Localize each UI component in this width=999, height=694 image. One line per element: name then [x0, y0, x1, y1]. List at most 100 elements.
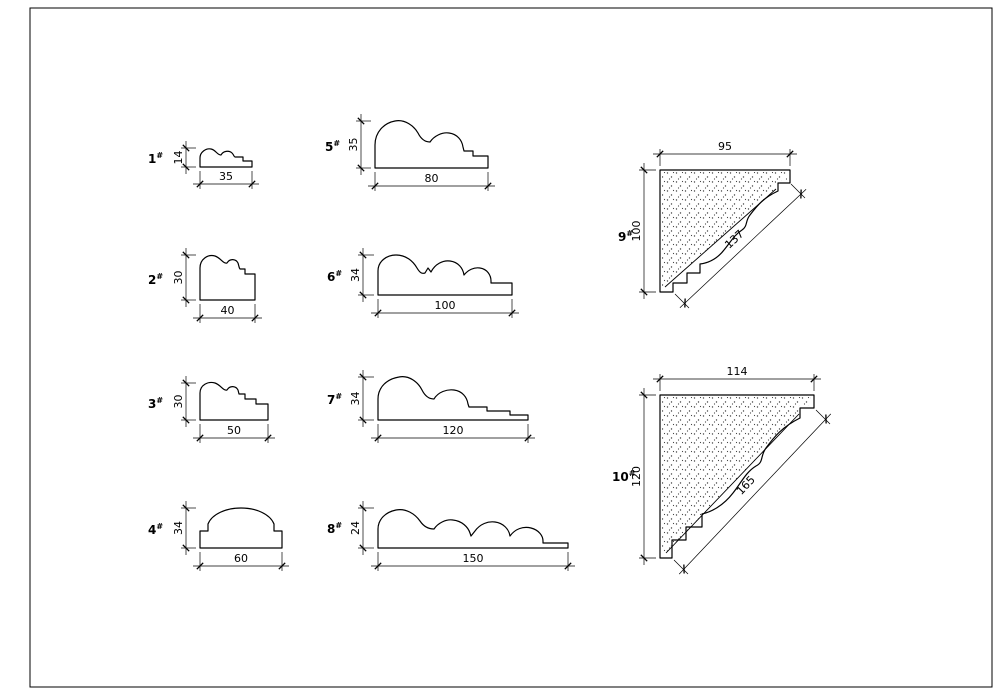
profile-5: 5# 80 35: [325, 114, 495, 191]
profile-8-shape: [377, 509, 569, 549]
tick-line: [182, 296, 190, 304]
tick-line: [359, 544, 367, 552]
corner-9-stipple: [662, 172, 787, 287]
ext-line: [674, 293, 690, 309]
dim-value: 114: [727, 365, 748, 378]
corner-10-stipple: [662, 397, 811, 553]
tick-line: [524, 434, 532, 442]
tick-line: [371, 182, 379, 190]
profile-5-shape: [374, 120, 489, 169]
label-profile-2: 2#: [148, 272, 163, 287]
dim-profile-2-height: 30: [172, 248, 196, 307]
label-num: 2: [148, 273, 156, 287]
dim-value: 80: [425, 172, 439, 185]
tick-line: [182, 163, 190, 171]
ext-line: [815, 409, 831, 425]
label-profile-7: 7#: [327, 392, 342, 407]
dim-profile-4-height: 34: [172, 501, 196, 555]
tick-line: [264, 434, 272, 442]
tick-line: [196, 434, 204, 442]
label-num: 8: [327, 522, 335, 536]
dim-corner-9-height: 100: [630, 163, 656, 299]
tick-line: [182, 251, 190, 259]
dim-profile-8-height: 24: [349, 501, 374, 555]
dim-value: 120: [443, 424, 464, 437]
label-corner-10: 10#: [612, 469, 636, 484]
profile-7: 7# 120 34: [327, 370, 535, 443]
label-sup: #: [156, 272, 163, 281]
dim-corner-10-height: 120: [630, 388, 656, 565]
profile-6-shape: [377, 254, 513, 296]
dim-profile-1-width: 35: [193, 170, 259, 189]
dim-profile-7-width: 120: [371, 424, 535, 443]
dim-value: 30: [172, 271, 185, 285]
profile-3: 3# 50 30: [148, 376, 275, 443]
dim-value: 60: [234, 552, 248, 565]
label-sup: #: [335, 269, 342, 278]
tick-line: [810, 375, 818, 383]
tick-line: [182, 144, 190, 152]
dim-profile-2-width: 40: [193, 304, 262, 323]
tick-line: [359, 291, 367, 299]
label-sup: #: [335, 392, 342, 401]
tick-line: [278, 562, 286, 570]
dim-profile-5-height: 35: [347, 114, 371, 175]
label-num: 1: [148, 152, 156, 166]
tick-line: [374, 562, 382, 570]
dim-profile-5-width: 80: [368, 172, 495, 191]
dim-profile-3-width: 50: [193, 424, 275, 443]
dim-value: 34: [349, 392, 362, 406]
tick-line: [182, 379, 190, 387]
corner-bracket-10: 10# 114 120 165: [612, 365, 832, 575]
dim-value: 50: [227, 424, 241, 437]
tick-line: [196, 562, 204, 570]
dim-profile-3-height: 30: [172, 376, 196, 427]
profile-1-shape: [199, 148, 253, 168]
profile-7-shape: [377, 376, 529, 421]
profile-2-shape: [199, 254, 256, 301]
dim-value: 34: [172, 521, 185, 535]
tick-line: [374, 309, 382, 317]
dim-profile-7-height: 34: [349, 370, 374, 427]
dim-value: 35: [347, 138, 360, 152]
dim-profile-8-width: 150: [371, 552, 575, 571]
profile-8: 8# 150 24: [327, 501, 575, 571]
corner-9-web-line: [664, 188, 777, 288]
label-profile-6: 6#: [327, 269, 342, 284]
dim-profile-6-width: 100: [371, 299, 519, 318]
tick-line: [640, 166, 648, 174]
tick-line: [182, 544, 190, 552]
dim-value: 14: [172, 151, 185, 165]
profile-2: 2# 40 30: [148, 248, 262, 323]
label-sup: #: [156, 151, 163, 160]
label-profile-4: 4#: [148, 522, 163, 537]
label-num: 4: [148, 523, 156, 537]
tick-line: [251, 314, 259, 322]
label-profile-5: 5#: [325, 139, 340, 154]
tick-line: [484, 182, 492, 190]
tick-line: [374, 434, 382, 442]
label-profile-8: 8#: [327, 521, 342, 536]
label-num: 6: [327, 270, 335, 284]
tick-line: [248, 180, 256, 188]
corner-10-web-line: [665, 413, 800, 554]
tick-line: [656, 150, 664, 158]
dim-value: 30: [172, 395, 185, 409]
label-sup: #: [156, 522, 163, 531]
label-num: 3: [148, 397, 156, 411]
profile-1: 1# 35 14: [148, 141, 259, 189]
dim-value: 40: [221, 304, 235, 317]
tick-line: [786, 150, 794, 158]
label-profile-1: 1#: [148, 151, 163, 166]
dim-value: 34: [349, 268, 362, 282]
corner-bracket-9: 9# 95 100 137: [618, 140, 807, 309]
dim-value: 100: [435, 299, 456, 312]
dim-value: 95: [718, 140, 732, 153]
tick-line: [357, 164, 365, 172]
ext-line: [790, 183, 806, 199]
tick-line: [564, 562, 572, 570]
label-sup: #: [156, 396, 163, 405]
profile-4-shape: [199, 507, 283, 549]
